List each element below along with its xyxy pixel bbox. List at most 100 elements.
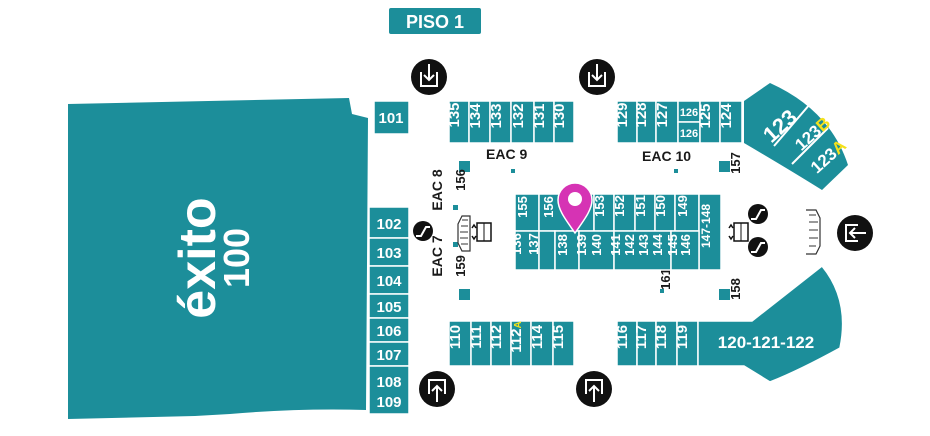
svg-text:156: 156 — [541, 196, 556, 218]
top-left-store-block: 135 134 133 132 131 130 — [446, 100, 575, 144]
svg-text:140: 140 — [589, 234, 604, 256]
svg-text:135: 135 — [446, 102, 463, 127]
escalator-icon[interactable] — [748, 204, 768, 224]
location-pin-icon[interactable] — [557, 182, 593, 235]
svg-text:102: 102 — [376, 216, 401, 233]
svg-text:126: 126 — [680, 128, 698, 140]
anchor-number: 100 — [216, 228, 257, 288]
store-102[interactable] — [368, 206, 410, 239]
store-101[interactable]: 101 — [373, 100, 410, 135]
center-store-block: 155 156 153 152 151 150 149 147-148 136 … — [509, 193, 722, 271]
svg-text:153: 153 — [592, 195, 607, 217]
svg-text:144: 144 — [650, 233, 665, 255]
eac-8-marker — [453, 205, 458, 210]
svg-text:106: 106 — [376, 323, 401, 340]
entrance-icon[interactable] — [411, 59, 447, 95]
store-137-alt — [538, 230, 556, 271]
svg-text:127: 127 — [654, 102, 671, 127]
elevator-icon[interactable] — [728, 222, 749, 242]
svg-text:108: 108 — [376, 374, 401, 391]
svg-text:118: 118 — [653, 325, 670, 349]
svg-text:128: 128 — [633, 102, 650, 127]
eac-10-marker — [674, 169, 678, 173]
svg-text:151: 151 — [633, 195, 648, 217]
svg-text:149: 149 — [675, 195, 690, 217]
svg-text:143: 143 — [636, 234, 651, 256]
svg-text:159: 159 — [453, 255, 468, 277]
svg-text:152: 152 — [612, 195, 627, 217]
svg-text:124: 124 — [718, 103, 735, 129]
svg-text:138: 138 — [555, 234, 570, 256]
svg-text:112: 112 — [488, 325, 505, 349]
svg-text:109: 109 — [376, 394, 401, 411]
svg-text:115: 115 — [550, 325, 567, 349]
svg-text:141: 141 — [608, 234, 623, 256]
store-141-144[interactable] — [613, 230, 672, 271]
store-108-109[interactable] — [368, 365, 410, 415]
svg-text:125: 125 — [697, 103, 714, 128]
svg-text:136: 136 — [509, 233, 524, 255]
exit-icon[interactable] — [419, 371, 455, 407]
svg-text:146: 146 — [678, 234, 693, 256]
store-115[interactable] — [552, 320, 575, 367]
svg-text:129: 129 — [614, 102, 631, 127]
store-123-wing[interactable]: 123 123B 123A — [744, 83, 850, 190]
svg-text:105: 105 — [376, 299, 401, 316]
stairs-right — [806, 209, 821, 255]
anchor-brand: éxito — [169, 197, 227, 318]
svg-text:150: 150 — [653, 195, 668, 217]
svg-text:137: 137 — [526, 233, 541, 255]
svg-text:139: 139 — [574, 234, 589, 256]
kiosk-161-marker — [660, 289, 664, 293]
svg-text:103: 103 — [376, 245, 401, 262]
top-right-store-block: 129 128 127 126 126 125 124 — [614, 100, 743, 144]
eac-8-label: EAC 8 — [429, 169, 445, 210]
escalator-icon[interactable] — [748, 237, 768, 257]
svg-text:161: 161 — [658, 268, 673, 290]
side-entrance-icon[interactable] — [837, 215, 873, 251]
store-130[interactable] — [553, 100, 575, 144]
kiosk-158[interactable] — [719, 289, 730, 300]
floor-label: PISO 1 — [406, 12, 464, 32]
eac-7-label: EAC 7 — [429, 235, 445, 276]
svg-text:142: 142 — [622, 234, 637, 256]
kiosk-159[interactable] — [459, 289, 470, 300]
svg-text:126: 126 — [680, 107, 698, 119]
kiosk-157[interactable] — [719, 161, 730, 172]
svg-text:131: 131 — [531, 103, 548, 128]
store-136-137[interactable] — [514, 230, 540, 271]
svg-text:132: 132 — [510, 103, 527, 128]
svg-text:156: 156 — [453, 169, 468, 191]
store-120-121-122[interactable] — [697, 264, 844, 383]
svg-text:101: 101 — [378, 110, 403, 127]
left-store-column: 102 103 104 105 106 107 108 109 — [368, 206, 410, 415]
svg-text:147-148: 147-148 — [699, 204, 713, 248]
svg-text:158: 158 — [728, 278, 743, 300]
anchor-store-exito[interactable]: éxito 100 — [68, 98, 368, 419]
bottom-right-store-block: 116 117 118 119 120-121-122 — [614, 264, 844, 383]
stairs-left — [457, 215, 471, 252]
svg-text:157: 157 — [728, 152, 743, 174]
svg-text:104: 104 — [376, 273, 402, 290]
svg-text:110: 110 — [447, 325, 464, 349]
elevator-icon[interactable] — [471, 222, 492, 242]
entrance-icon[interactable] — [579, 59, 615, 95]
floor-badge: PISO 1 — [389, 8, 481, 34]
exit-icon[interactable] — [576, 371, 612, 407]
escalator-icon[interactable] — [413, 221, 433, 241]
svg-text:120-121-122: 120-121-122 — [718, 333, 814, 352]
svg-text:133: 133 — [488, 103, 505, 128]
store-124[interactable] — [719, 100, 743, 144]
svg-text:117: 117 — [633, 325, 650, 349]
bottom-left-store-block: 110 111 112 112A 114 115 — [447, 320, 575, 367]
svg-text:112A: 112A — [508, 321, 525, 352]
eac-9-label: EAC 9 — [486, 146, 527, 162]
eac-7-marker — [453, 242, 458, 247]
store-155[interactable] — [514, 193, 540, 232]
kiosk-156[interactable] — [459, 161, 470, 172]
eac-9-marker — [511, 169, 515, 173]
svg-text:130: 130 — [551, 103, 568, 128]
svg-text:116: 116 — [614, 325, 631, 349]
store-145-146[interactable] — [670, 230, 700, 271]
